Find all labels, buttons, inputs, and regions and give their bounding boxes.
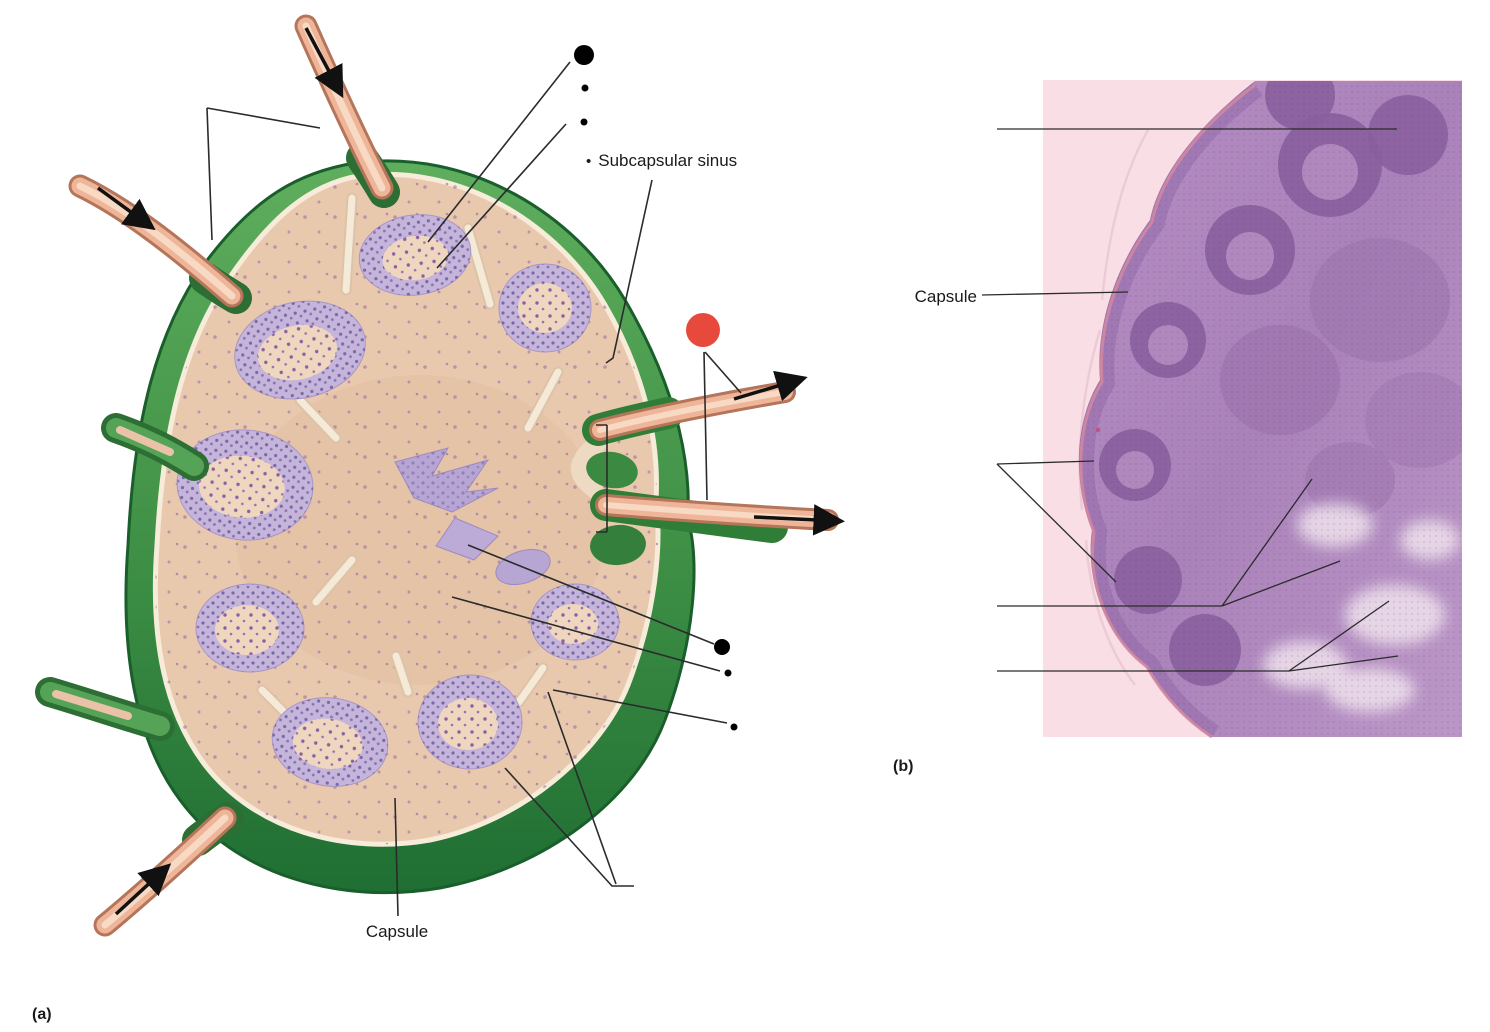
black-dot-marker-medium[interactable]: [714, 639, 730, 655]
capsule-label-panel-a: Capsule: [365, 922, 429, 941]
bullet-dot-2: [580, 118, 588, 126]
red-dot-marker[interactable]: [686, 313, 720, 347]
lymph-flow-arrows: [96, 27, 845, 916]
black-dot-marker-large[interactable]: [574, 45, 594, 65]
subcapsular-sinus-text: Subcapsular sinus: [598, 151, 738, 170]
capsule-wisps: [1078, 129, 1150, 686]
lymph-node-illustration: [35, 14, 845, 937]
afferent-vessel-left-lower: [35, 677, 175, 741]
lymphoid-follicles: [176, 214, 620, 787]
bullet-dot-1: [581, 84, 589, 92]
micrograph-capsule-edge: [1079, 83, 1256, 739]
bullet-dot-3: [724, 669, 732, 677]
efferent-vessel-lower: [590, 489, 839, 543]
bullet-dot-4: [730, 723, 738, 731]
panel-b-leader-lines: [981, 128, 1399, 672]
afferent-vessel-left-mid: [101, 413, 209, 481]
capsule-label-panel-b: Capsule: [914, 287, 977, 306]
label-bullet: •: [586, 153, 592, 170]
subcapsular-sinus-label: • Subcapsular sinus: [586, 151, 737, 171]
panel-a-leader-lines: [206, 61, 742, 917]
panel-tag-b: (b): [893, 758, 914, 775]
micrograph: [981, 80, 1462, 739]
panel-tag-a: (a): [32, 1006, 52, 1023]
efferent-vessel-upper: [582, 381, 796, 446]
afferent-vessel-top-left: [68, 174, 252, 314]
